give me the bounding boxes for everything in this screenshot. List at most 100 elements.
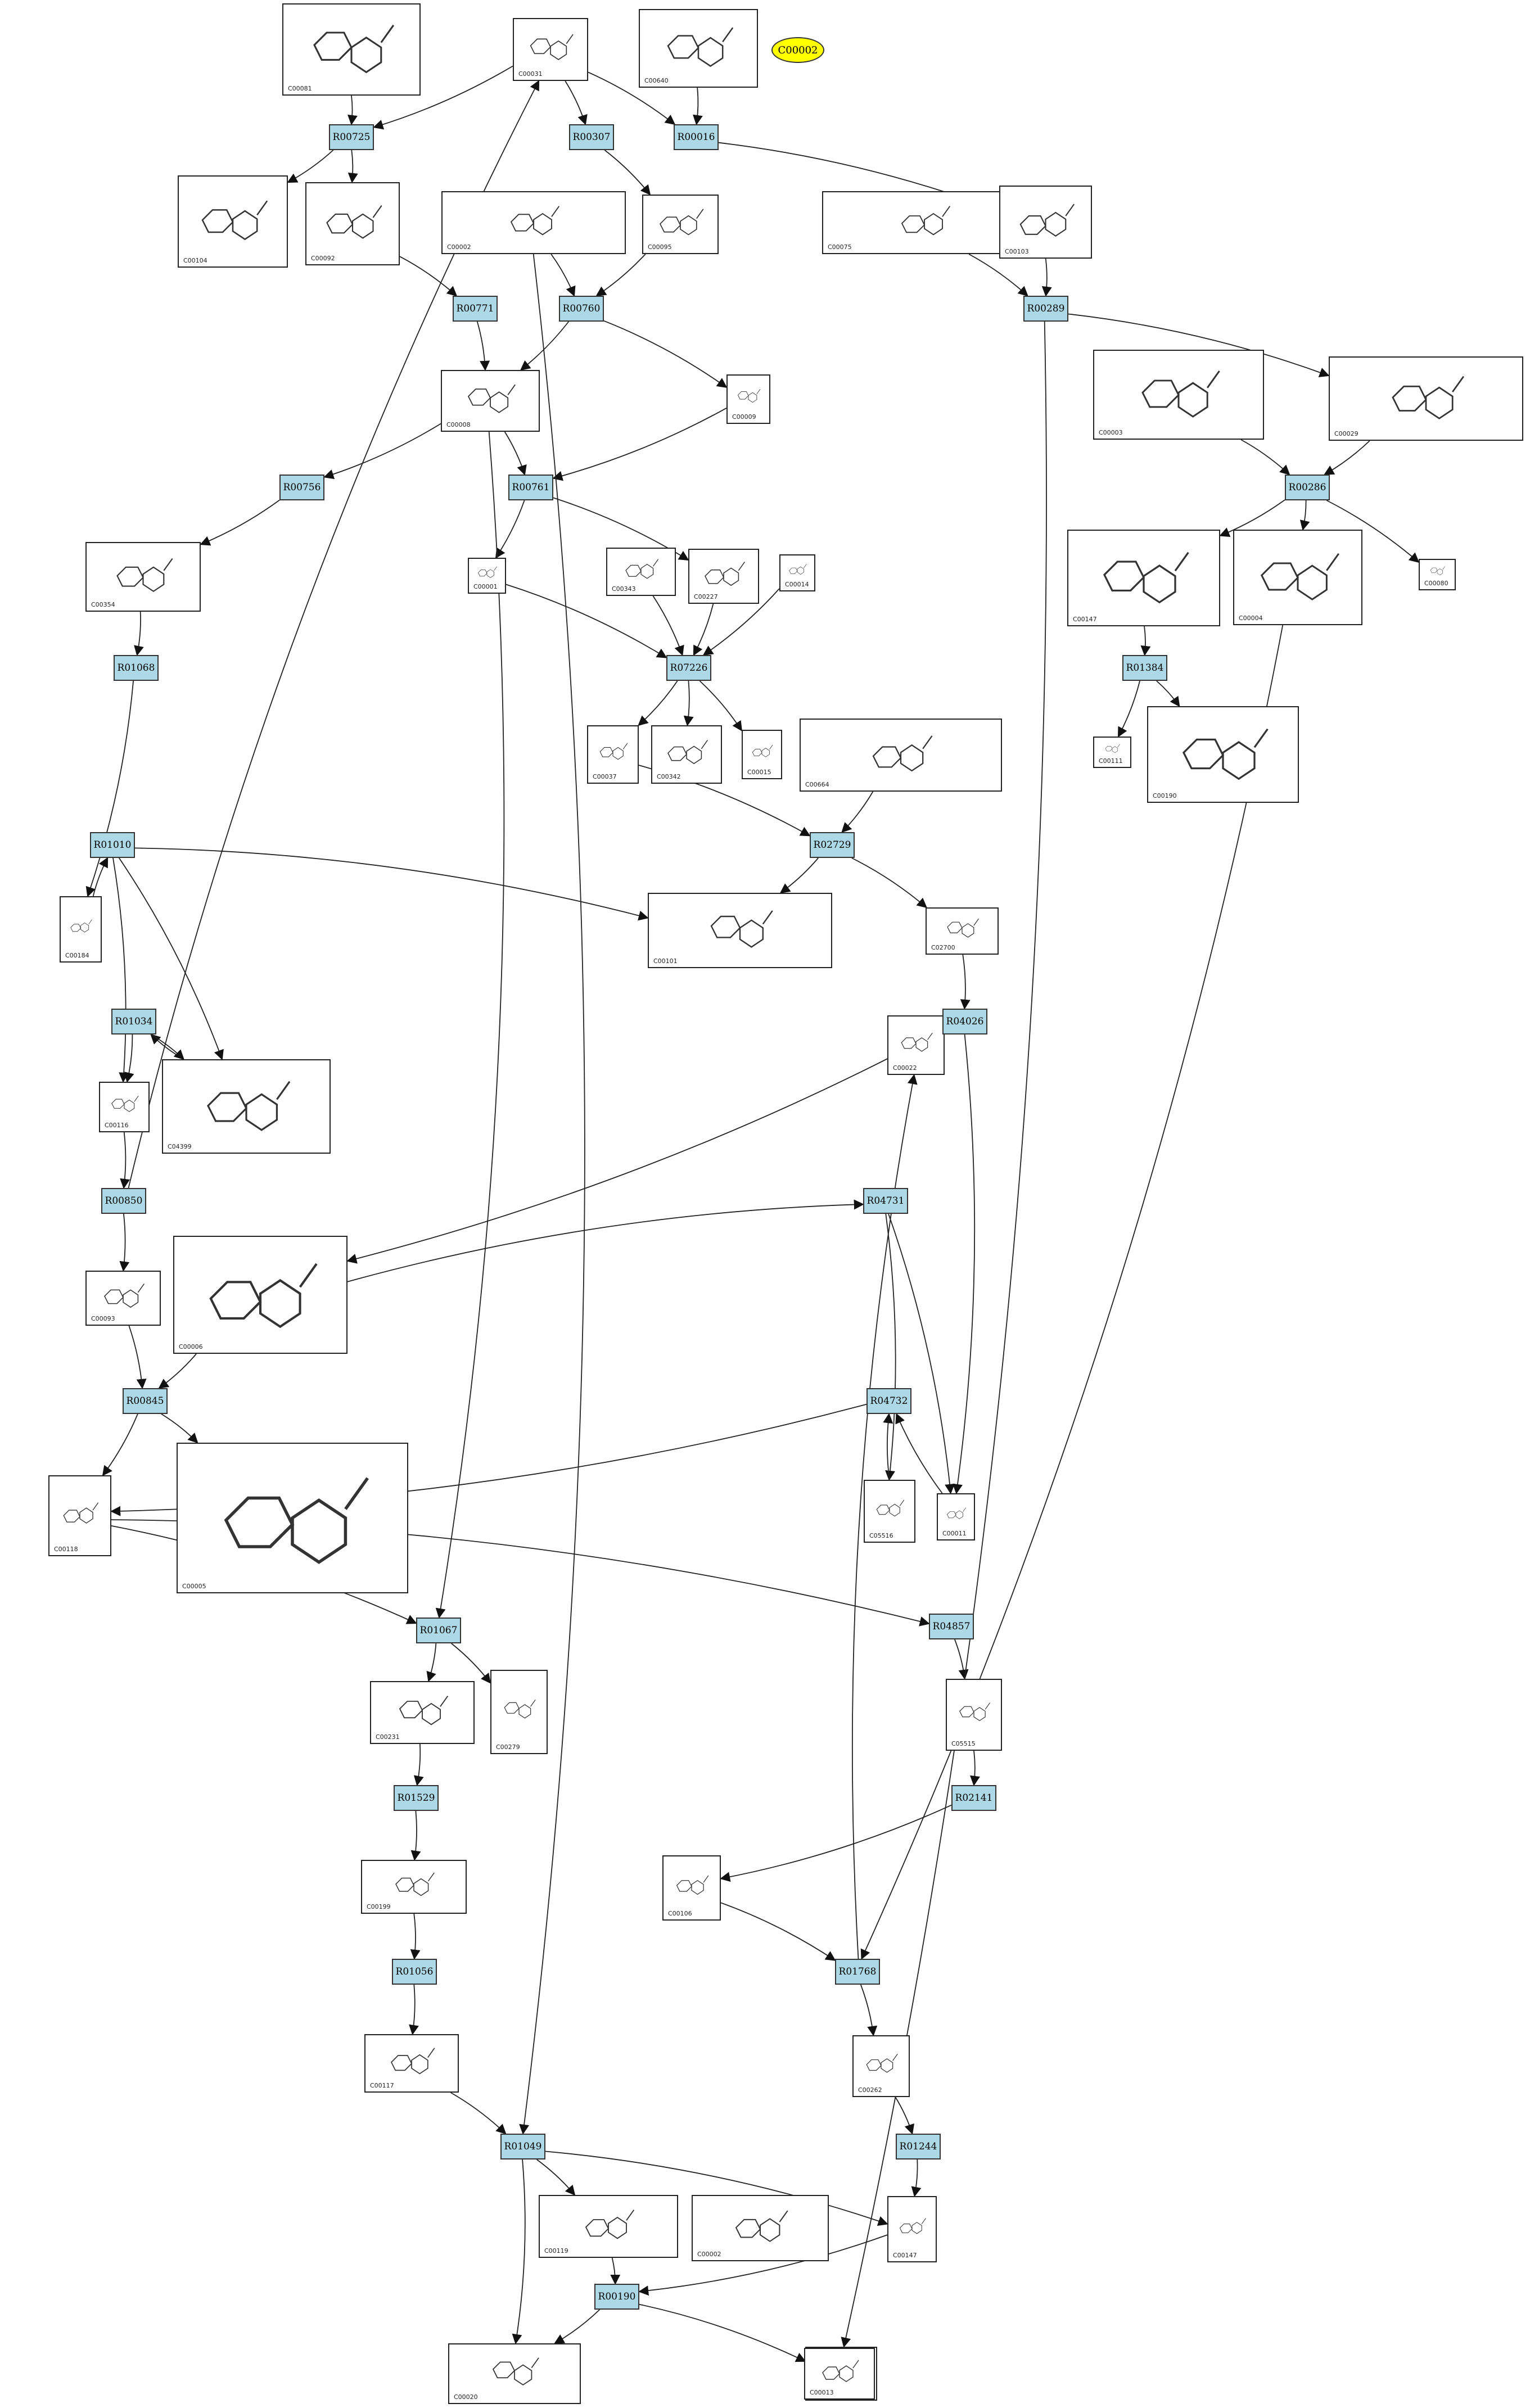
compound-node[interactable]: C00011 [937, 1493, 975, 1540]
compound-node[interactable]: C00640 [639, 9, 758, 88]
compound-node[interactable]: C00013 [804, 2348, 875, 2400]
compound-id: C00227 [694, 593, 718, 600]
compound-node[interactable]: C00075 [822, 191, 1027, 254]
reaction-node[interactable]: R00761 [508, 475, 553, 500]
compound-node[interactable]: C00119 [539, 2195, 678, 2258]
edge-arrow [883, 1413, 893, 1480]
edge-arrow [851, 857, 927, 909]
compound-node[interactable]: C00009 [726, 374, 770, 424]
compound-node[interactable]: C05516 [864, 1480, 915, 1543]
compound-node[interactable]: C00227 [688, 549, 759, 604]
compound-node[interactable]: C00092 [305, 182, 400, 265]
reaction-node[interactable]: R01529 [394, 1785, 439, 1811]
edge-arrow [699, 680, 742, 731]
compound-node[interactable]: C00343 [606, 548, 676, 596]
compound-node[interactable]: C00029 [1329, 356, 1523, 441]
compound-node[interactable]: C00117 [364, 2034, 459, 2093]
compound-node[interactable]: C00664 [800, 719, 1002, 792]
compound-node[interactable]: C00080 [1419, 559, 1456, 590]
compound-node[interactable]: C05515 [946, 1679, 1002, 1751]
reaction-node[interactable]: R00016 [674, 124, 719, 150]
compound-node[interactable]: C00004 [1233, 530, 1362, 625]
reaction-node[interactable]: R04026 [942, 1009, 987, 1034]
structure-drawing [599, 743, 628, 760]
compound-node[interactable]: C00147 [1067, 530, 1220, 626]
compound-node[interactable]: C00111 [1093, 737, 1131, 768]
compound-id: C00081 [288, 85, 312, 92]
reaction-node[interactable]: R00771 [453, 296, 498, 322]
compound-node[interactable]: C00001 [468, 558, 506, 594]
compound-node[interactable]: C00008 [441, 370, 540, 432]
compound-node[interactable]: C00103 [999, 186, 1092, 259]
compound-node[interactable]: C00081 [282, 3, 421, 96]
reaction-node[interactable]: R00850 [101, 1188, 146, 1214]
edge-arrow [954, 1639, 969, 1680]
compound-id: C04399 [168, 1143, 192, 1150]
reaction-node[interactable]: R01067 [416, 1618, 461, 1643]
reaction-node[interactable]: R04732 [866, 1388, 911, 1414]
structure-drawing [116, 558, 173, 593]
structure-drawing [901, 1032, 933, 1052]
compound-node[interactable]: C00147 [887, 2196, 937, 2262]
reaction-node[interactable]: R00725 [329, 124, 374, 150]
structure-drawing [1183, 728, 1269, 780]
reaction-node[interactable]: R07226 [666, 655, 711, 681]
edge-arrow [552, 408, 727, 481]
reaction-node[interactable]: R00756 [279, 475, 324, 500]
edge-arrow [1156, 680, 1180, 707]
reaction-node[interactable]: R01768 [835, 1959, 880, 1985]
compound-node[interactable]: C00003 [1093, 350, 1264, 440]
reaction-node[interactable]: R00286 [1285, 475, 1330, 500]
edge-arrow [134, 611, 144, 656]
compound-node[interactable]: C00015 [742, 730, 782, 779]
compound-node[interactable]: C00002 [441, 191, 626, 254]
compound-node[interactable]: C00199 [361, 1860, 467, 1914]
reaction-node[interactable]: R00289 [1023, 296, 1068, 322]
reaction-node[interactable]: R01056 [392, 1959, 437, 1985]
edge-arrow [1068, 313, 1330, 377]
reaction-node[interactable]: R01244 [896, 2134, 941, 2159]
compound-node[interactable]: C00184 [60, 896, 102, 963]
reaction-node[interactable]: R04731 [863, 1188, 908, 1214]
reaction-node[interactable]: R01049 [500, 2134, 545, 2159]
reaction-node[interactable]: R00307 [569, 124, 614, 150]
reaction-node[interactable]: R00845 [123, 1388, 168, 1414]
reaction-node[interactable]: R04857 [929, 1614, 974, 1639]
reaction-node[interactable]: R00760 [559, 296, 604, 322]
reaction-node[interactable]: R01068 [114, 655, 159, 681]
compound-node[interactable]: C00002 [692, 2195, 829, 2261]
compound-node[interactable]: C00118 [48, 1475, 111, 1556]
reaction-node[interactable]: R01034 [111, 1009, 156, 1034]
compound-node[interactable]: C00354 [85, 542, 201, 612]
reaction-node[interactable]: R02141 [951, 1785, 996, 1811]
compound-node[interactable]: C00262 [852, 2035, 910, 2097]
compound-node[interactable]: C00020 [448, 2343, 581, 2404]
reaction-node[interactable]: R01010 [90, 832, 135, 858]
reaction-node[interactable]: R01384 [1122, 655, 1167, 681]
compound-node[interactable]: C00031 [513, 18, 588, 81]
compound-node[interactable]: C00116 [99, 1082, 150, 1132]
compound-id: C00015 [747, 769, 771, 776]
compound-node[interactable]: C00106 [662, 1855, 721, 1921]
compound-node[interactable]: C00104 [178, 175, 288, 268]
compound-node[interactable]: C00342 [651, 725, 722, 784]
reaction-node[interactable]: R00190 [594, 2284, 639, 2310]
reaction-node[interactable]: R02729 [810, 832, 855, 858]
compound-node[interactable]: C00014 [779, 554, 815, 591]
structure-drawing [947, 918, 979, 938]
compound-node[interactable]: C04399 [162, 1059, 331, 1154]
compound-node[interactable]: C00231 [370, 1681, 475, 1744]
compound-node[interactable]: C02700 [926, 907, 999, 955]
compound-node[interactable]: C00005 [177, 1443, 408, 1593]
compound-node[interactable]: C00101 [648, 893, 832, 968]
compound-node[interactable]: C00037 [587, 725, 639, 784]
compound-node[interactable]: C00006 [173, 1236, 347, 1354]
compound-node[interactable]: C00279 [490, 1670, 548, 1754]
compound-node[interactable]: C00093 [85, 1271, 161, 1326]
compound-node[interactable]: C00022 [887, 1015, 945, 1075]
compound-node[interactable]: C00190 [1147, 706, 1299, 803]
highlighted-compound[interactable]: C00002 [771, 37, 824, 63]
compound-node[interactable]: C00095 [642, 195, 719, 254]
edge-arrow [953, 1034, 976, 1494]
compound-id: C00093 [91, 1315, 115, 1322]
